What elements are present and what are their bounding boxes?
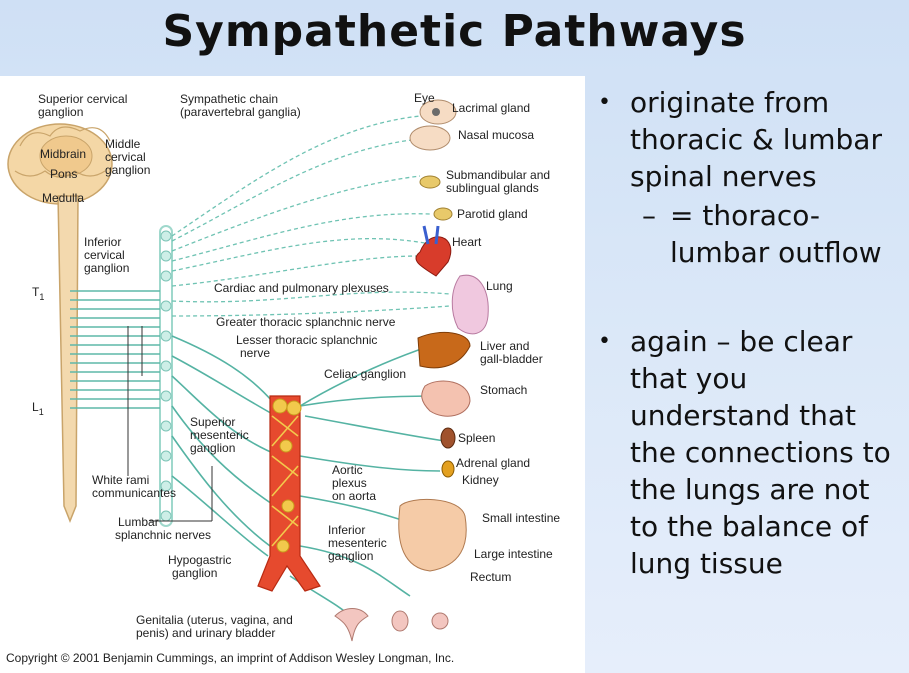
label-medulla: Medulla [42, 191, 84, 205]
label-cardiac-plexuses: Cardiac and pulmonary plexuses [214, 281, 389, 295]
postganglionic-fibers [171, 115, 451, 317]
spleen-organ [440, 427, 456, 449]
sub-bullet-text: = thoraco-lumbar outflow [670, 199, 882, 269]
label-kidney: Kidney [462, 473, 499, 487]
adrenal-organ [441, 460, 455, 478]
slide-title: Sympathetic Pathways [162, 6, 747, 57]
genitalia-organs [334, 608, 449, 642]
bullet-item: • originate from thoracic & lumbar spina… [598, 84, 903, 195]
intestine-organ [398, 498, 467, 572]
label-celiac-ganglion: Celiac ganglion [324, 367, 406, 381]
label-pons: Pons [50, 167, 77, 181]
bullet-text: originate from thoracic & lumbar spinal … [630, 86, 882, 193]
heart-organ [415, 225, 452, 277]
bullet-marker: • [598, 329, 611, 354]
sub-bullet-item: – = thoraco-lumbar outflow [598, 197, 903, 271]
label-lacrimal: Lacrimal gland [452, 101, 530, 115]
label-parotid: Parotid gland [457, 207, 528, 221]
label-stomach: Stomach [480, 383, 527, 397]
label-nasal: Nasal mucosa [458, 128, 534, 142]
bullet-text: again – be clear that you understand tha… [630, 325, 891, 580]
label-t1: T1 [32, 285, 44, 302]
sub-bullet-marker: – [642, 199, 656, 232]
brain-illustration [7, 123, 113, 205]
bullet-list: • originate from thoracic & lumbar spina… [598, 84, 903, 582]
label-adrenal: Adrenal gland [456, 456, 530, 470]
submandibular-organ [419, 175, 441, 189]
liver-organ [417, 332, 471, 369]
stomach-organ [421, 380, 471, 417]
bullet-item: • again – be clear that you understand t… [598, 323, 903, 582]
eye-organ [419, 99, 457, 125]
spinal-cord [57, 195, 79, 524]
nasal-organ [409, 125, 451, 151]
label-midbrain: Midbrain [40, 147, 86, 161]
label-rectum: Rectum [470, 570, 511, 584]
label-large-intestine: Large intestine [474, 547, 553, 561]
label-sympathetic-chain: Sympathetic chain(paravertebral ganglia) [180, 92, 301, 119]
label-eye: Eye [414, 91, 435, 105]
label-l1: L1 [32, 400, 44, 417]
label-greater-splanchnic: Greater thoracic splanchnic nerve [216, 315, 396, 329]
aortic-plexus-lines [271, 415, 299, 547]
thoracolumbar-nerves [70, 290, 160, 409]
parotid-organ [433, 207, 453, 221]
label-small-intestine: Small intestine [482, 511, 560, 525]
copyright-text: Copyright © 2001 Benjamin Cummings, an i… [6, 651, 454, 665]
label-heart: Heart [452, 235, 482, 249]
leader-lines [127, 326, 213, 522]
bullet-marker: • [598, 90, 611, 115]
label-spleen: Spleen [458, 431, 495, 445]
ganglia-cluster [272, 398, 302, 553]
lung-organ [451, 274, 489, 335]
sympathetic-chain [159, 225, 173, 527]
label-lung: Lung [486, 279, 513, 293]
